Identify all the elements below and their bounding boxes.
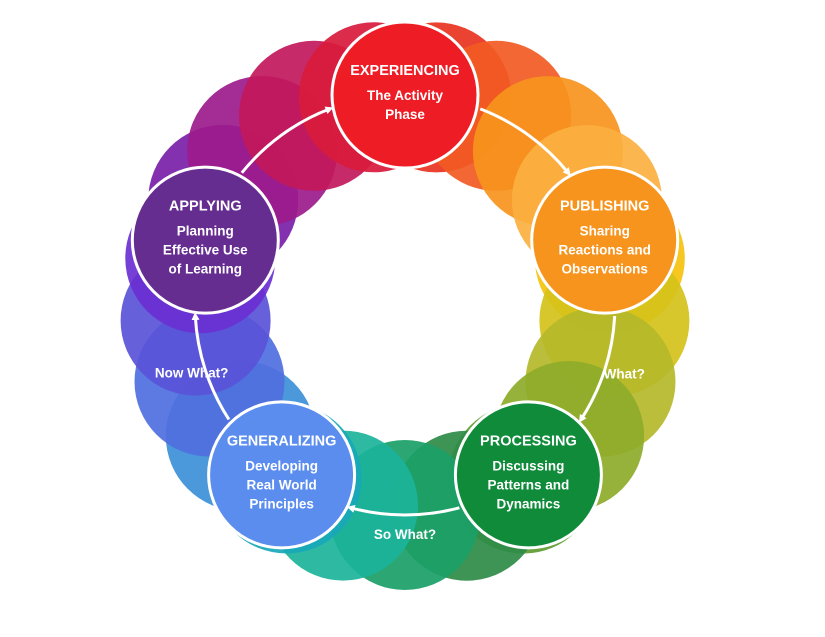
stage-circle: [207, 400, 357, 550]
question-so-what: So What?: [374, 527, 436, 542]
cycle-arrow: [346, 504, 460, 517]
stage-circle: [330, 20, 480, 170]
stage-description-line: Real World: [246, 477, 316, 492]
question-labels: What? So What? Now What?: [155, 366, 645, 542]
stage-description-line: The Activity: [367, 88, 444, 103]
stage-description-line: Reactions and: [559, 243, 651, 258]
stage-description-line: Observations: [562, 262, 648, 277]
stage-title: PUBLISHING: [560, 199, 649, 215]
cycle-arrow: [479, 107, 571, 176]
stage-title: APPLYING: [169, 199, 242, 215]
stage-circle: [453, 400, 603, 550]
stage-description-line: Phase: [385, 107, 425, 122]
stage-description-line: Discussing: [492, 458, 564, 473]
stage-description-line: Effective Use: [163, 243, 248, 258]
cycle-arrow: [578, 315, 617, 423]
stage-circle: [130, 165, 280, 315]
stage-description-line: Planning: [177, 224, 234, 239]
stage-circle: [530, 165, 680, 315]
stage-description-line: Principles: [249, 496, 314, 511]
stage-description-line: Sharing: [580, 224, 630, 239]
question-what: What?: [604, 366, 645, 381]
stage-description-line: Patterns and: [488, 477, 570, 492]
stage-description-line: of Learning: [169, 262, 243, 277]
cycle-arrow: [240, 106, 334, 174]
stage-title: EXPERIENCING: [350, 63, 460, 79]
stage-title: PROCESSING: [480, 433, 577, 449]
cycle-arrows: [191, 106, 617, 517]
stage-description-line: Developing: [245, 458, 318, 473]
stage-title: GENERALIZING: [227, 433, 337, 449]
cycle-arrow: [191, 312, 231, 421]
question-now-what: Now What?: [155, 366, 229, 381]
stage-description-line: Dynamics: [497, 496, 561, 511]
